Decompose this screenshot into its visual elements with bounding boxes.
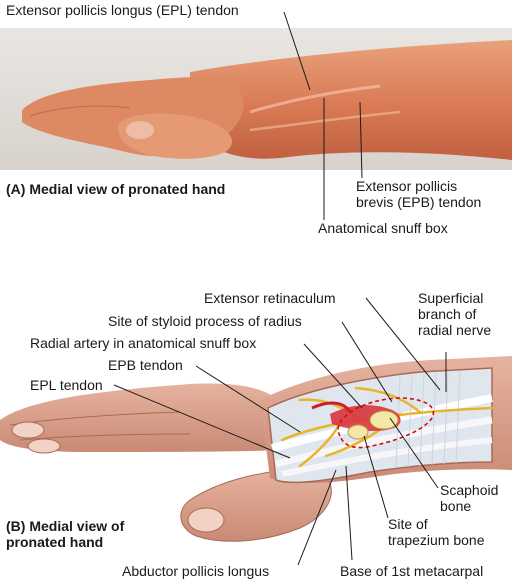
label-epl-tendon-b: EPL tendon	[30, 377, 103, 393]
caption-panel-a: (A) Medial view of pronated hand	[6, 181, 226, 197]
leader-lines-a	[283, 11, 363, 220]
label-radial-artery: Radial artery in anatomical snuff box	[30, 335, 257, 351]
label-superficial-branch-radial-nerve: Superficial branch of radial nerve	[418, 290, 492, 338]
label-snuff-box-a: Anatomical snuff box	[318, 220, 448, 236]
label-epb-tendon-a: Extensor pollicis brevis (EPB) tendon	[356, 178, 482, 210]
label-epl-tendon-a: Extensor pollicis longus (EPL) tendon	[6, 2, 239, 18]
label-base-1st-metacarpal: Base of 1st metacarpal	[340, 563, 484, 579]
caption-panel-b: (B) Medial view of pronated hand	[6, 518, 125, 550]
label-epb-tendon-b: EPB tendon	[108, 357, 183, 373]
label-abductor-pollicis-longus: Abductor pollicis longus	[122, 563, 270, 579]
label-scaphoid-bone: Scaphoid bone	[440, 482, 499, 514]
photo-panel-a	[0, 28, 512, 170]
label-trapezium-site: Site of trapezium bone	[388, 516, 485, 548]
label-styloid-site: Site of styloid process of radius	[108, 313, 302, 329]
label-extensor-retinaculum: Extensor retinaculum	[204, 290, 336, 306]
drawing-panel-b	[0, 356, 512, 542]
leader-lines-b	[113, 297, 447, 566]
